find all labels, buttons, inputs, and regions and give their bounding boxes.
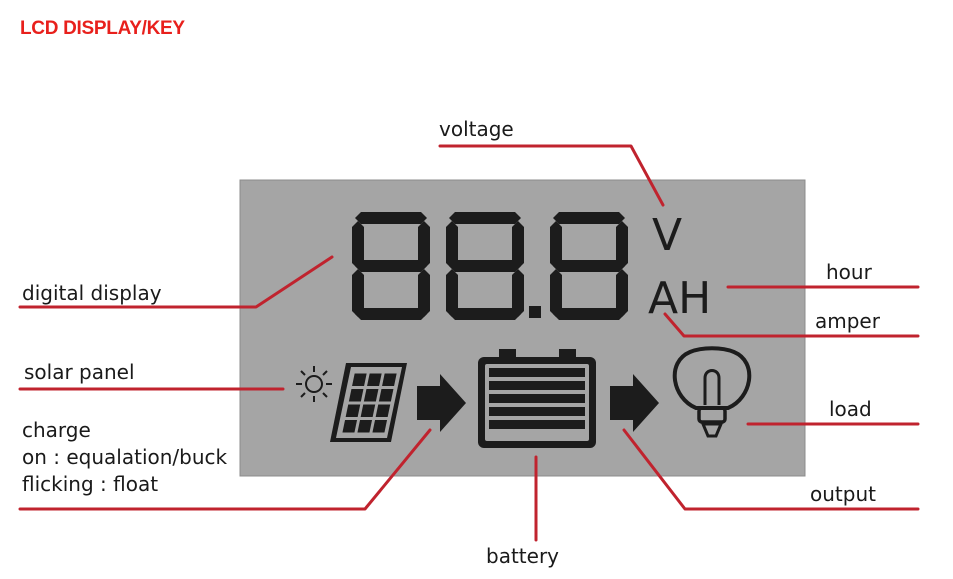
solar-cell xyxy=(363,389,379,402)
digit-2-segment-c xyxy=(512,269,524,317)
leader-line-digital-display xyxy=(18,255,334,309)
label-hour: hour xyxy=(826,260,872,284)
digit-3-segment-c xyxy=(616,269,628,317)
solar-cell xyxy=(360,404,376,417)
solar-cell xyxy=(372,420,388,433)
arrow-right-icon xyxy=(610,374,659,432)
label-digital-display: digital display xyxy=(22,281,162,305)
solar-cell xyxy=(375,404,391,417)
leader-line-output xyxy=(622,428,920,511)
solar-cell xyxy=(352,373,367,386)
digit-3-segment-b xyxy=(616,221,628,269)
solar-cell xyxy=(357,420,373,433)
solar-cell xyxy=(367,373,382,386)
digit-2-segment-f xyxy=(446,221,458,269)
solar-cell xyxy=(348,389,364,402)
digit-1-segment-f xyxy=(352,221,364,269)
unit-ah: AH xyxy=(648,273,711,324)
label-output: output xyxy=(810,482,876,506)
light-bulb-icon xyxy=(672,346,752,438)
battery-icon xyxy=(478,349,596,448)
digit-2-segment-a xyxy=(449,212,521,224)
unit-v: V xyxy=(652,210,682,261)
solar-panel-icon xyxy=(330,363,407,442)
solar-cell xyxy=(378,389,394,402)
solar-cell xyxy=(382,373,397,386)
digit-2-segment-d xyxy=(449,308,521,320)
digit-3-segment-e xyxy=(550,269,562,317)
solar-cell xyxy=(342,420,358,433)
digit-display xyxy=(352,212,628,320)
digit-2-segment-g xyxy=(449,260,521,272)
sun-icon xyxy=(296,366,332,402)
digit-1-segment-g xyxy=(355,260,427,272)
digit-1-segment-d xyxy=(355,308,427,320)
digit-1-segment-b xyxy=(418,221,430,269)
digit-3-segment-f xyxy=(550,221,562,269)
digit-1-segment-e xyxy=(352,269,364,317)
leader-line-charge xyxy=(18,428,432,511)
label-solar-panel: solar panel xyxy=(24,360,135,384)
digit-1-segment-a xyxy=(355,212,427,224)
label-charge: charge on : equalation/buck flicking : f… xyxy=(22,417,227,498)
label-battery: battery xyxy=(486,544,559,568)
digit-2-segment-e xyxy=(446,269,458,317)
leader-lines xyxy=(18,144,920,542)
label-charge-line1: charge xyxy=(22,418,91,442)
label-amper: amper xyxy=(815,309,880,333)
label-load: load xyxy=(829,397,872,421)
digit-3-segment-g xyxy=(553,260,625,272)
leader-line-voltage xyxy=(438,144,665,207)
label-charge-line2: on : equalation/buck xyxy=(22,445,228,469)
page-title: LCD DISPLAY/KEY xyxy=(20,18,185,39)
decimal-point xyxy=(529,306,541,318)
arrow-right-icon xyxy=(417,374,466,432)
digit-3-segment-a xyxy=(553,212,625,224)
leader-line-amper xyxy=(663,312,920,338)
digit-1-segment-c xyxy=(418,269,430,317)
digit-2-segment-b xyxy=(512,221,524,269)
label-voltage: voltage xyxy=(439,117,514,141)
solar-cell xyxy=(345,404,361,417)
label-charge-line3: flicking : float xyxy=(22,472,159,496)
digit-3-segment-d xyxy=(553,308,625,320)
